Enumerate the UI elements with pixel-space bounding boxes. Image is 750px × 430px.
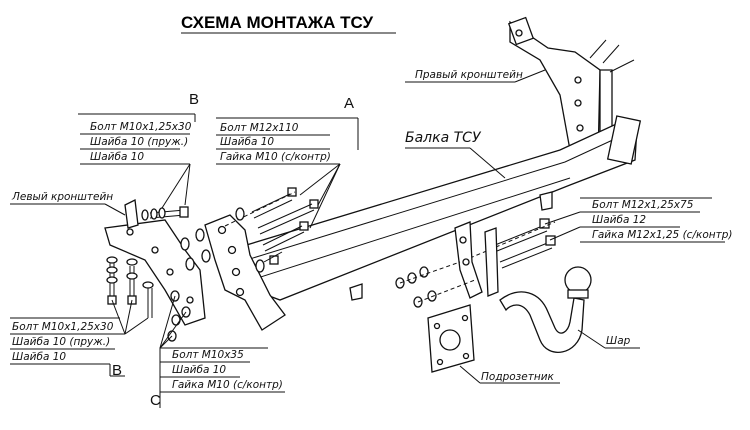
callout-b-top-line-2: Шайба 10 (пруж.) bbox=[90, 136, 188, 148]
callout-right-line-2: Шайба 12 bbox=[592, 214, 646, 226]
callout-a-line-2: Шайба 10 bbox=[220, 136, 274, 148]
beam-left-plate bbox=[204, 214, 286, 331]
callout-right-line-3: Гайка М12х1,25 (с/контр) bbox=[592, 229, 733, 241]
callout-b-bottom-line-1: Болт М10х1,25х30 bbox=[12, 321, 114, 333]
beam-label: Балка ТСУ bbox=[405, 130, 482, 146]
callout-b-top-line-3: Шайба 10 bbox=[90, 151, 144, 163]
tow-beam bbox=[229, 115, 642, 301]
beam-right-plate bbox=[454, 221, 499, 299]
right-bracket-label: Правый кронштейн bbox=[415, 69, 523, 81]
letter-a: А bbox=[344, 95, 354, 112]
callout-a-line-1: Болт М12х110 bbox=[220, 122, 299, 134]
callout-b-top-line-1: Болт М10х1,25х30 bbox=[90, 121, 192, 133]
callout-c-line-1: Болт М10х35 bbox=[172, 349, 244, 361]
diagram-title: СХЕМА МОНТАЖА ТСУ bbox=[181, 13, 374, 32]
socket-plate bbox=[427, 304, 475, 373]
tow-ball bbox=[499, 266, 592, 353]
bolt-set-a bbox=[180, 187, 319, 273]
letter-b-bottom: B bbox=[112, 362, 122, 379]
left-bracket bbox=[104, 199, 206, 326]
bolt-set-b-top bbox=[141, 206, 189, 221]
callout-c-line-2: Шайба 10 bbox=[172, 364, 226, 376]
left-bracket-label: Левый кронштейн bbox=[11, 191, 113, 203]
letter-c: C bbox=[150, 392, 161, 409]
bolt-set-right bbox=[469, 218, 556, 269]
bolt-set-bottom-center bbox=[395, 261, 476, 308]
letter-b-top: B bbox=[189, 91, 199, 108]
callout-a-line-3: Гайка М10 (с/контр) bbox=[220, 151, 331, 163]
callout-b-bottom-line-3: Шайба 10 bbox=[12, 351, 66, 363]
callout-b-bottom-line-2: Шайба 10 (пруж.) bbox=[12, 336, 110, 348]
ball-label: Шар bbox=[606, 335, 631, 347]
callout-right-line-1: Болт М12х1,25х75 bbox=[592, 199, 694, 211]
callout-c-line-3: Гайка М10 (с/контр) bbox=[172, 379, 283, 391]
socket-plate-label: Подрозетник bbox=[481, 371, 555, 383]
